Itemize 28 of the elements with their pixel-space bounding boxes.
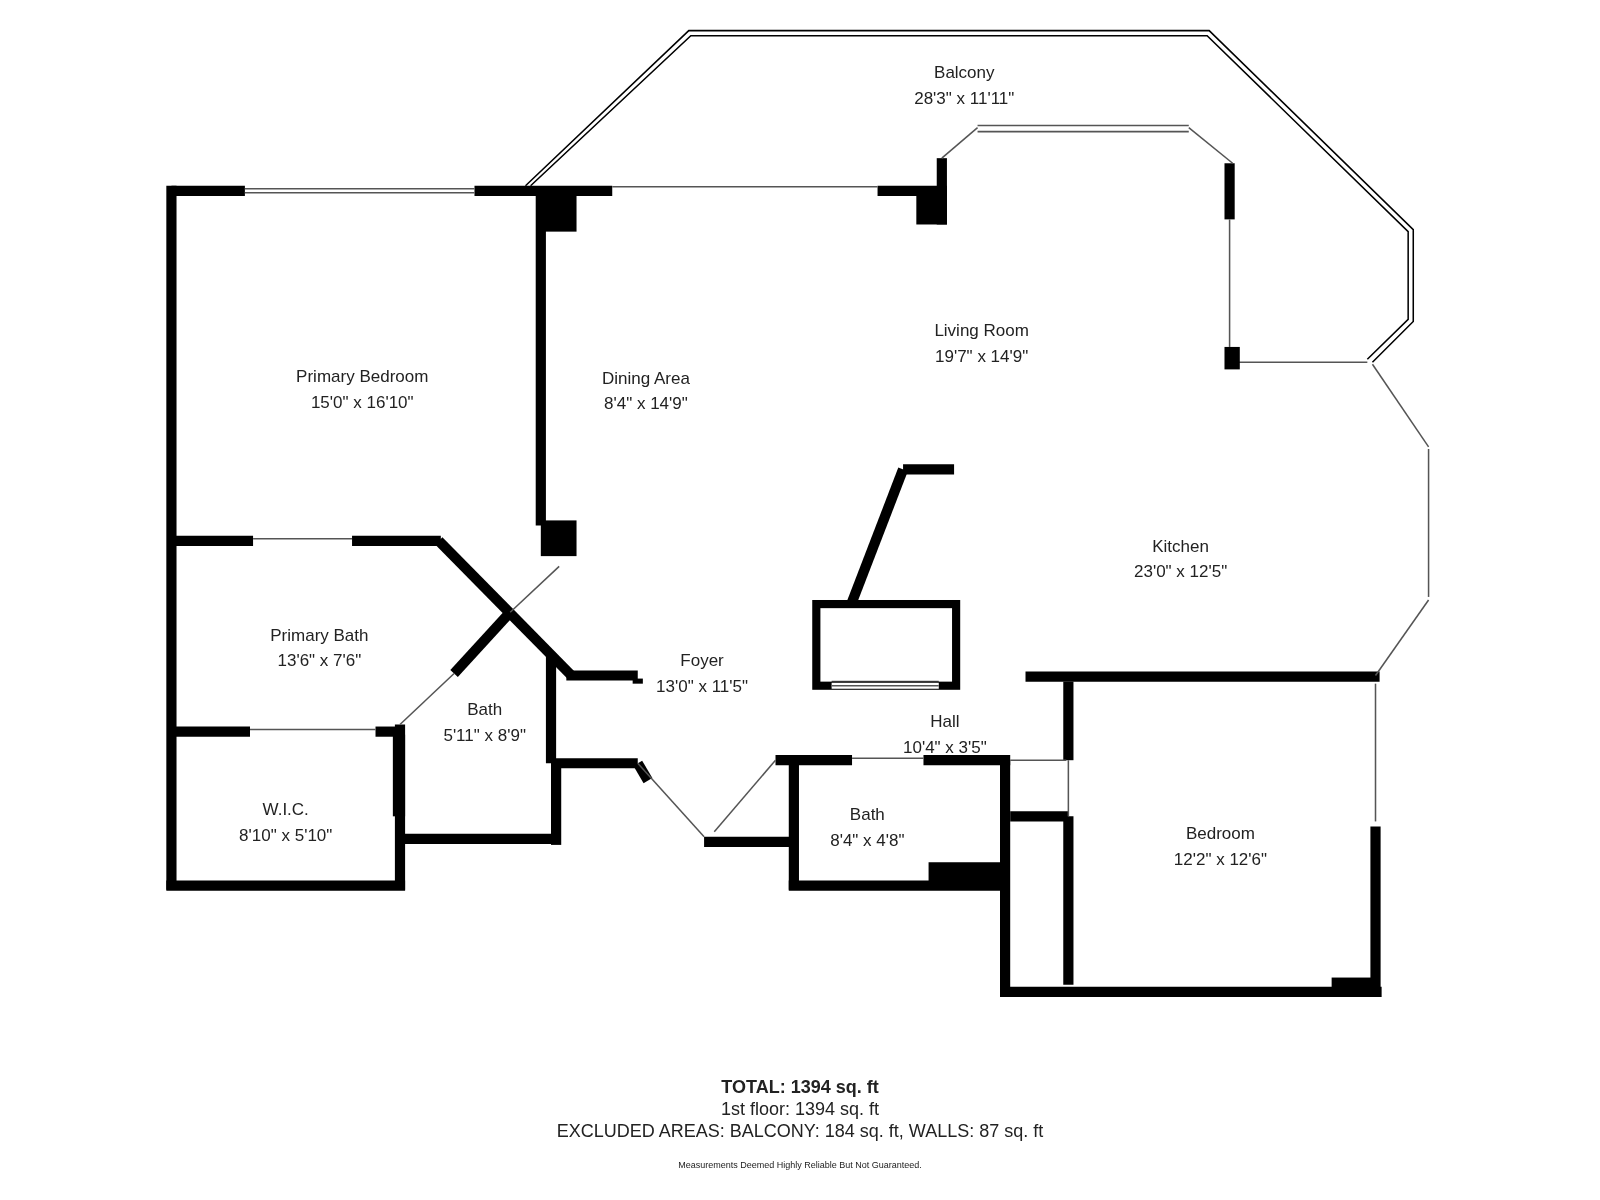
room-dimensions: 8'4" x 14'9" <box>604 393 688 414</box>
room-dimensions: 13'6" x 7'6" <box>277 651 362 671</box>
room-name: Primary Bath <box>270 625 369 646</box>
room-dimensions: 5'11" x 8'9" <box>443 725 526 746</box>
room-dimensions: 15'0" x 16'10" <box>310 392 414 413</box>
room-dimensions: 23'0" x 12'5" <box>1134 562 1228 582</box>
room-dimensions: 8'10" x 5'10" <box>239 825 333 846</box>
area-total: TOTAL: 1394 sq. ft <box>721 1076 879 1098</box>
room-name: Living Room <box>934 321 1029 341</box>
room-dimensions: 19'7" x 14'9" <box>935 346 1029 367</box>
room-name: Bath <box>467 700 503 720</box>
room-name: Bath <box>849 805 885 825</box>
room-dimensions: 28'3" x 11'11" <box>914 88 1015 109</box>
room-name: Balcony <box>934 63 995 83</box>
room-name: W.I.C. <box>262 800 309 820</box>
room-dimensions: 10'4" x 3'5" <box>903 737 987 758</box>
room-name: Kitchen <box>1152 536 1209 557</box>
room-name: Hall <box>930 712 960 732</box>
room-name: Bedroom <box>1185 824 1255 845</box>
room-name: Foyer <box>680 651 724 671</box>
area-summary: 1st floor: 1394 sq. ft <box>720 1098 880 1120</box>
room-name: Primary Bedroom <box>296 367 429 387</box>
area-summary: EXCLUDED AREAS: BALCONY: 184 sq. ft, WALLS: 87 sq. ft <box>556 1121 1044 1143</box>
room-name: Dining Area <box>601 369 690 389</box>
room-dimensions: 12'2" x 12'6" <box>1173 850 1267 870</box>
disclaimer-note: Measurements Deemed Highly Reliable But Not Guaranteed. <box>678 1160 922 1171</box>
room-dimensions: 8'4" x 4'8" <box>830 830 905 851</box>
room-dimensions: 13'0" x 11'5" <box>656 676 748 697</box>
